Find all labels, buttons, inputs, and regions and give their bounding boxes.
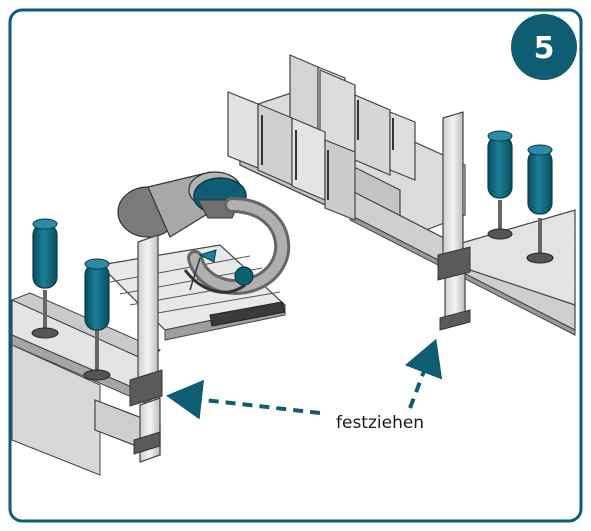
board-stack — [227, 54, 416, 221]
clamp-icon — [487, 130, 554, 264]
clamp-icon — [31, 218, 111, 381]
step-badge: 5 — [511, 14, 577, 80]
tighten-label: festziehen — [336, 413, 424, 433]
left-clamp-bar — [129, 234, 163, 463]
step-number: 5 — [534, 31, 555, 66]
right-clamp-bar — [437, 111, 471, 331]
jigsaw-icon — [117, 171, 291, 295]
tighten-arrow-icon — [166, 338, 443, 420]
